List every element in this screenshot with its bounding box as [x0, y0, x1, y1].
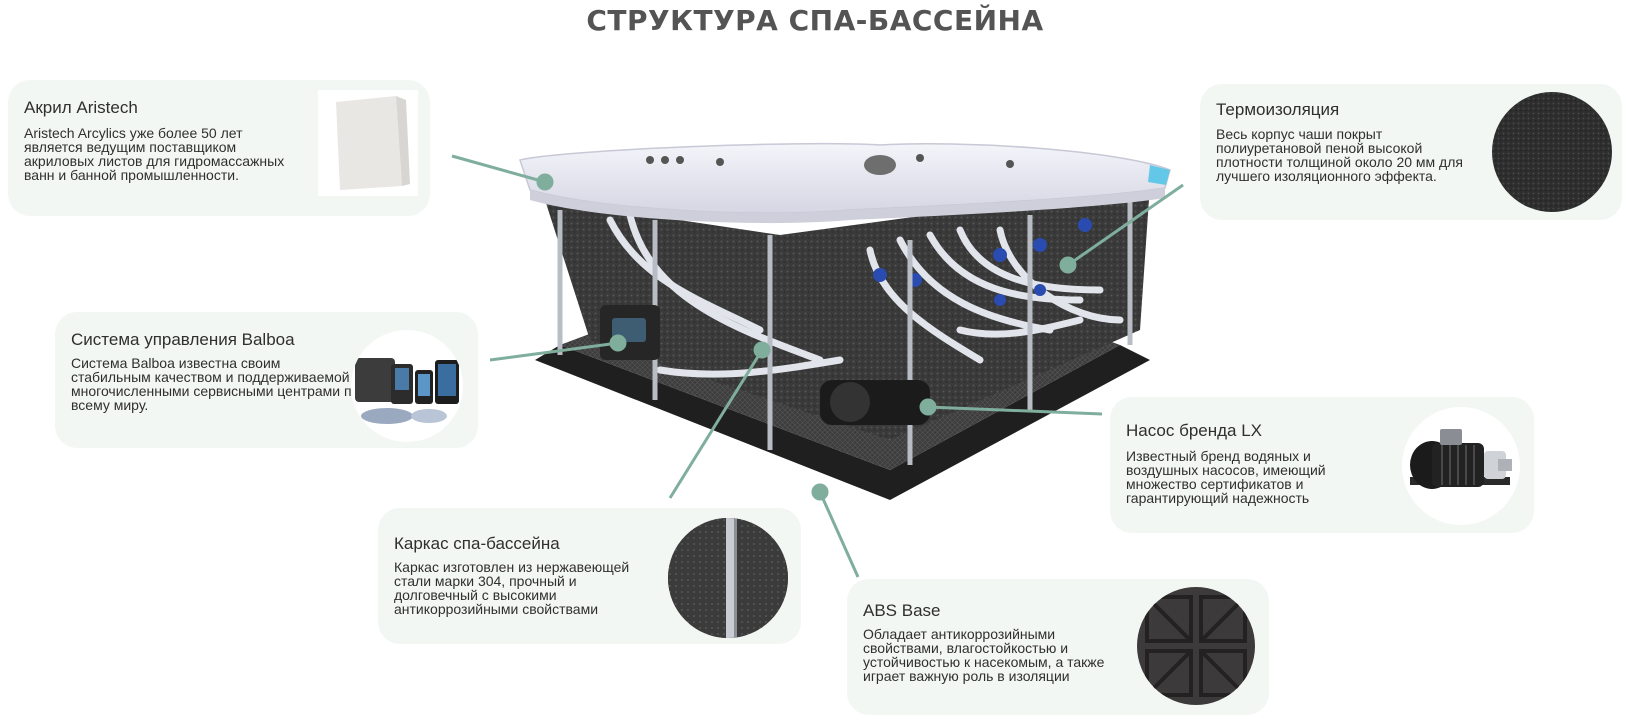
- card-acrylic-title: Акрил Aristech: [24, 98, 138, 117]
- control-panels-icon: [351, 330, 463, 442]
- marker-frame: [753, 341, 771, 359]
- foam-insulation-icon: [1492, 92, 1612, 212]
- card-frame: Каркас спа-бассейна Каркас изготовлен из…: [378, 508, 801, 644]
- acrylic-sheet-icon: [318, 90, 418, 196]
- card-balboa: Система управления Balboa Система Balboa…: [55, 312, 478, 448]
- card-balboa-title: Система управления Balboa: [71, 330, 295, 349]
- card-abs-base: ABS Base Обладает антикоррозийными свойс…: [847, 579, 1269, 715]
- marker-insulation: [1059, 256, 1077, 274]
- card-abs-title: ABS Base: [863, 601, 941, 620]
- marker-pump: [919, 398, 937, 416]
- card-abs-desc: Обладает антикоррозийными свойствами, вл…: [863, 626, 1105, 684]
- marker-acrylic: [536, 173, 554, 191]
- card-frame-desc: Каркас изготовлен из нержавеющей стали м…: [394, 559, 630, 617]
- marker-balboa: [609, 334, 627, 352]
- card-pump-desc: Известный бренд водяных и воздушных насо…: [1126, 448, 1326, 506]
- marker-abs: [811, 483, 829, 501]
- card-insulation-desc: Весь корпус чаши покрыт полиуретановой п…: [1216, 126, 1463, 184]
- steel-frame-icon: [668, 518, 788, 638]
- card-pump-title: Насос бренда LX: [1126, 421, 1263, 440]
- card-insulation: Термоизоляция Весь корпус чаши покрыт по…: [1200, 84, 1622, 220]
- card-pump: Насос бренда LX Известный бренд водяных …: [1110, 397, 1534, 533]
- water-pump-icon: [1402, 407, 1520, 525]
- page-title: СТРУКТУРА СПА-БАССЕЙНА: [586, 4, 1044, 37]
- card-acrylic: Акрил Aristech Aristech Arcylics уже бол…: [8, 80, 430, 216]
- abs-base-icon: [1137, 587, 1255, 705]
- card-insulation-title: Термоизоляция: [1216, 100, 1340, 119]
- card-frame-title: Каркас спа-бассейна: [394, 534, 560, 553]
- card-balboa-desc: Система Balboa известна своим стабильным…: [71, 355, 360, 413]
- card-acrylic-desc: Aristech Arcylics уже более 50 лет являе…: [24, 125, 285, 183]
